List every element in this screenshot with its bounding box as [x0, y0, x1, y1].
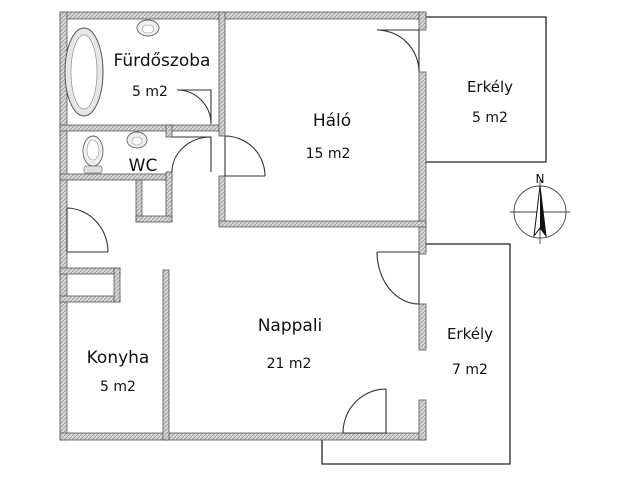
room-name-konyha: Konyha	[87, 348, 150, 368]
compass-north-label: N	[536, 172, 545, 186]
door-swing-nappali-balcony	[376, 251, 420, 305]
room-name-halo: Háló	[313, 111, 351, 131]
bathtub-icon	[64, 27, 104, 117]
door-swing-halo	[224, 135, 266, 177]
balcony-outlines	[321, 16, 547, 465]
door-swing-hall	[66, 207, 109, 253]
balcony-upper-outline	[426, 16, 547, 163]
room-labels: Fürdőszoba 5 m2 WC Háló 15 m2 Erkély 5 m…	[87, 51, 514, 395]
wc-sink-icon	[126, 131, 148, 149]
door-swing-wc	[171, 136, 212, 173]
room-area-erkely-lower: 7 m2	[452, 362, 488, 378]
room-area-furdoszoba: 5 m2	[132, 84, 168, 100]
balcony-lower-outline	[321, 243, 511, 465]
door-swing-entrance	[342, 388, 387, 434]
door-swing-balcony-upper	[376, 29, 420, 73]
room-name-wc: WC	[129, 156, 158, 176]
door-swing-bathroom	[176, 89, 212, 125]
toilet-icon	[82, 135, 104, 174]
door-swing-icon	[66, 29, 420, 434]
room-area-halo: 15 m2	[306, 146, 351, 162]
compass-icon: N	[510, 172, 570, 244]
room-area-nappali: 21 m2	[267, 356, 312, 372]
room-name-furdoszoba: Fürdőszoba	[114, 51, 211, 71]
walls	[59, 11, 427, 441]
room-area-konyha: 5 m2	[100, 379, 136, 395]
room-name-erkely-lower: Erkély	[447, 325, 493, 343]
room-name-erkely-upper: Erkély	[467, 78, 513, 96]
sink-icon	[136, 19, 160, 37]
room-area-erkely-upper: 5 m2	[472, 110, 508, 126]
room-name-nappali: Nappali	[258, 316, 323, 336]
